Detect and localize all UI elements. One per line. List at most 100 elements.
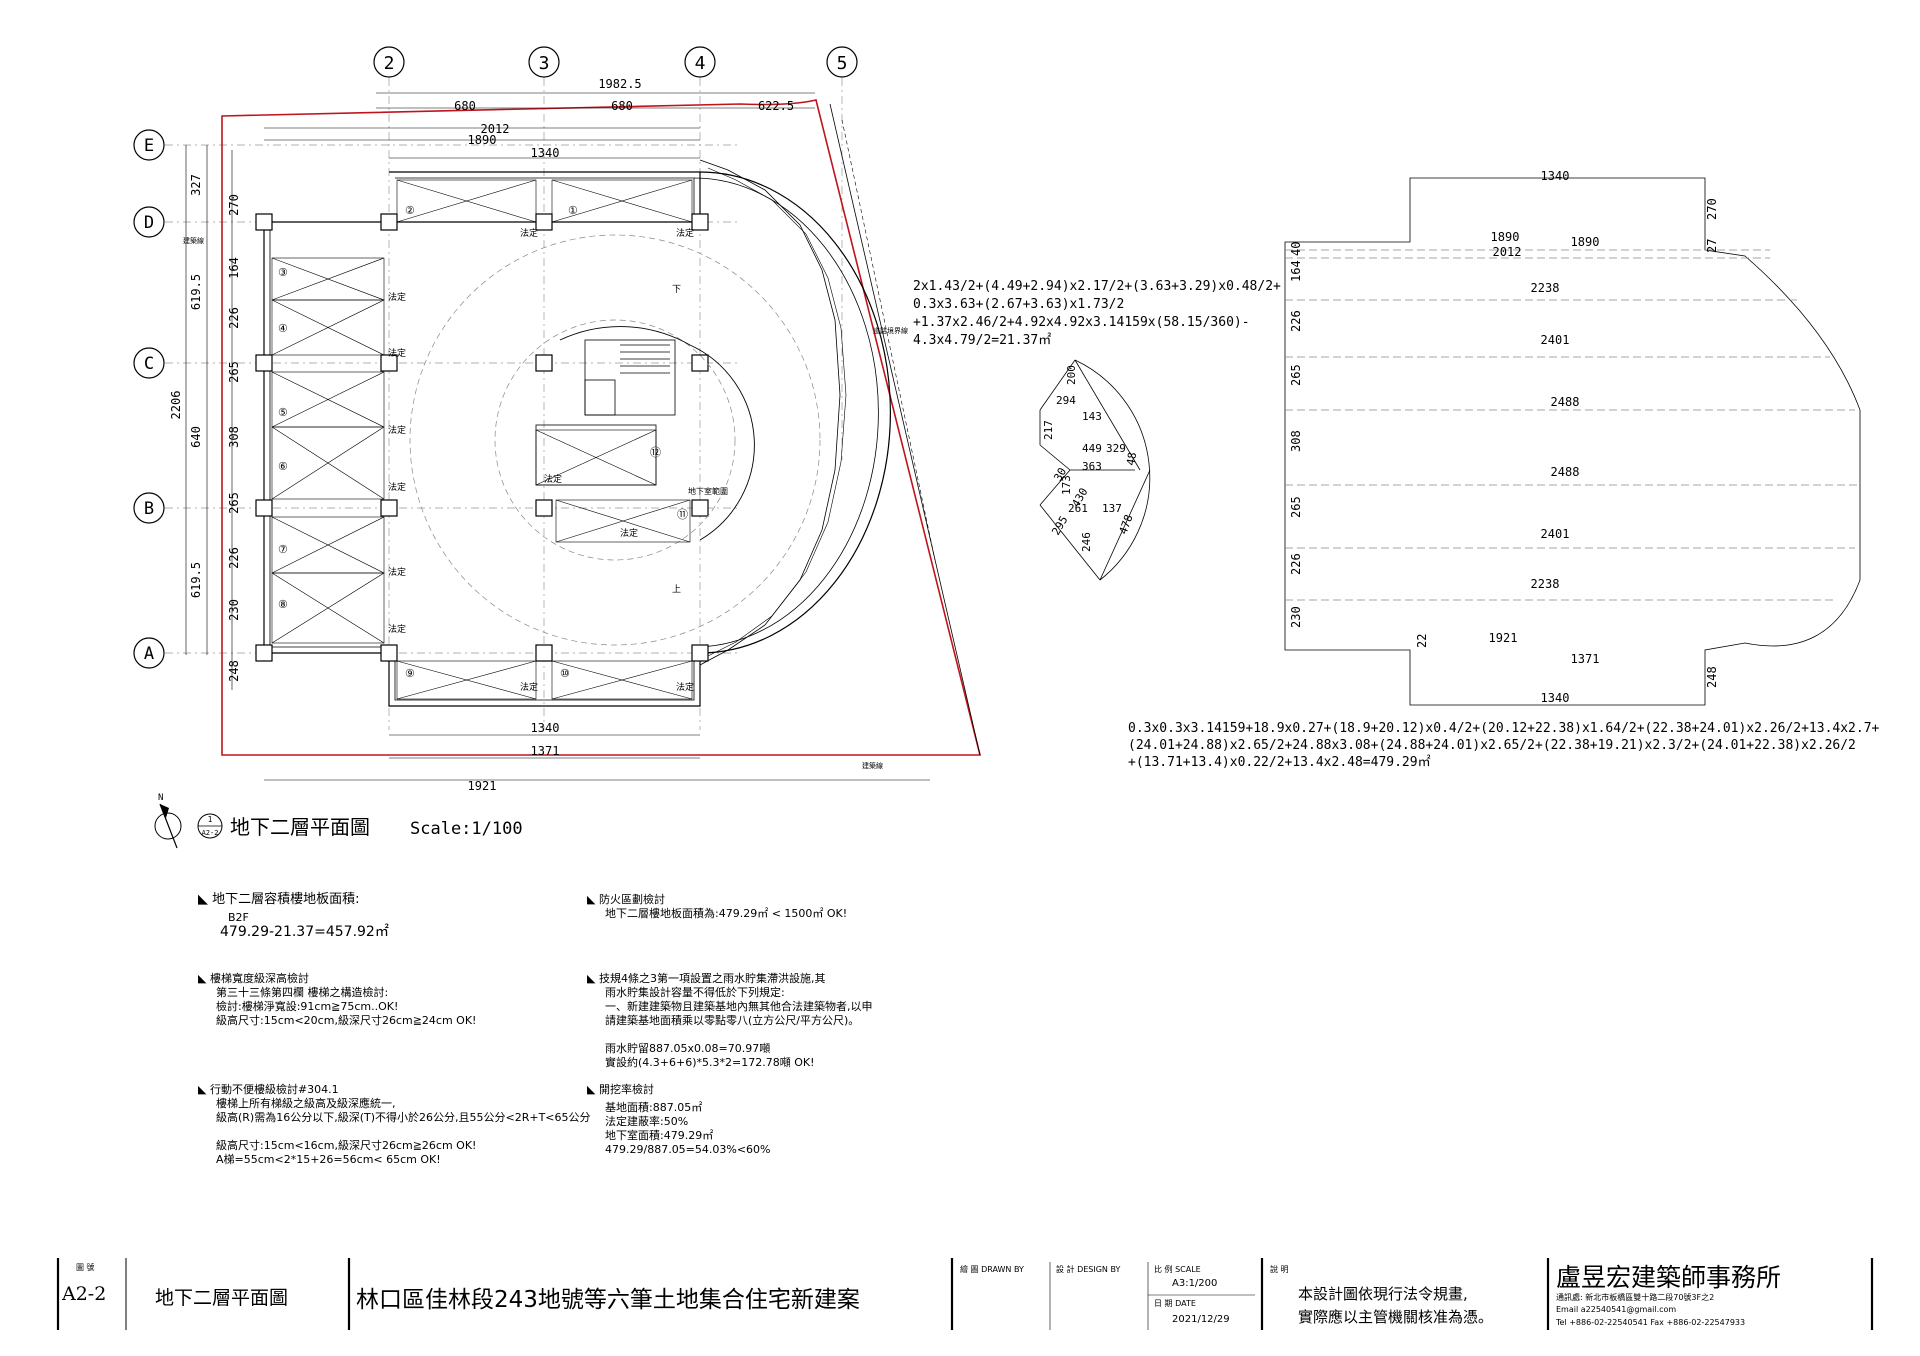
ramp-down-label: 下 [672, 285, 681, 295]
right-plan-divisions [1285, 249, 1860, 601]
dim-619a: 619.5 [189, 274, 203, 310]
parking-stalls-top [396, 179, 693, 223]
dim-164: 164 [227, 257, 241, 279]
note-line: 檢討:樓梯淨寬設:91cm≧75cm..OK! [216, 1000, 399, 1013]
dim-270: 270 [227, 194, 241, 216]
note-line: 地下室面積:479.29㎡ [605, 1129, 714, 1142]
rp-1921: 1921 [1489, 631, 1518, 645]
formula-line: +(13.71+13.4)x0.22/2+13.4x2.48=479.29㎡ [1128, 755, 1431, 770]
legal-label: 法定 [388, 347, 406, 359]
note-marker-icon: ◣ [198, 1083, 207, 1096]
legal-label: 法定 [388, 291, 406, 303]
boundary-label-2: 建築線 [862, 761, 883, 770]
dim-2012: 2012 [481, 122, 510, 136]
dim-265a: 265 [227, 361, 241, 383]
road-line-label: 道路境界線 [873, 326, 908, 335]
parking-number: ⑪ [677, 508, 688, 521]
legal-labels: 法定 法定 法定 法定 法定 法定 法定 法定 法定 法定 法定 法定 下 上 … [183, 227, 908, 770]
rp-r22: 22 [1415, 634, 1429, 648]
note-line: 請建築基地面積乘以零點零八(立方公尺/平方公尺)。 [605, 1014, 860, 1027]
rp-h: 265 [1289, 364, 1303, 386]
grid-lines [165, 78, 843, 730]
legal-label: 法定 [388, 623, 406, 635]
dim-680a: 680 [454, 99, 476, 113]
grid-label: C [144, 354, 154, 374]
rp-width: 2401 [1541, 333, 1570, 347]
fan-dim: 449 [1082, 442, 1102, 455]
note-line: 樓梯上所有梯級之級高及級深應統一, [216, 1097, 396, 1110]
tb-remark-1: 本設計圖依現行法令規畫, [1298, 1285, 1468, 1303]
formula-line: (24.01+24.88)x2.65/2+24.88x3.08+(24.88+2… [1128, 738, 1856, 753]
ramp-up-label: 上 [672, 584, 681, 595]
note-title-text: 樓梯寬度級深高檢討 [209, 972, 309, 985]
note-marker-icon: ◣ [198, 972, 207, 985]
fan-dim: 173 [1060, 475, 1073, 495]
dim-327: 327 [189, 174, 203, 196]
fan-dim: 294 [1056, 394, 1076, 407]
tb-sheet-no-label: 圖 號 [76, 1263, 95, 1272]
note-title: ◣ 樓梯寬度級深高檢討 [198, 972, 476, 986]
fan-dim: 261 [1068, 502, 1088, 515]
parking-stalls-bottom [396, 660, 693, 700]
tb-tel: Tel +886-02-22540541 Fax +886-02-2254793… [1556, 1318, 1746, 1327]
ref-number: 1 [208, 815, 213, 824]
parking-number: ① [568, 204, 578, 217]
grid-label: A [144, 644, 154, 664]
note-lines: 地下二層樓地板面積為:479.29㎡ < 1500㎡ OK! [587, 907, 847, 921]
tb-email: Email a22540541@gmail.com [1556, 1305, 1677, 1314]
note-line: 雨水貯集設計容量不得低於下列規定: [605, 986, 785, 999]
formula-line: 0.3x3.63+(2.67+3.63)x1.73/2 [913, 297, 1124, 312]
note-title-text: 行動不便樓級檢討#304.1 [209, 1083, 339, 1096]
parking-numbers: ① ② ③ ④ ⑤ ⑥ ⑦ ⑧ ⑨ ⑩ ⑪ ⑫ [278, 204, 688, 680]
note-marker-icon: ◣ [587, 1083, 596, 1096]
formula-line: 4.3x4.79/2=21.37㎡ [913, 333, 1051, 348]
dim-265b: 265 [227, 492, 241, 514]
parking-number: ⑧ [278, 598, 288, 611]
stair-core [535, 339, 676, 486]
note-line [605, 1028, 873, 1042]
ramp-circles [409, 234, 821, 646]
legal-label: 法定 [620, 527, 638, 539]
calc-small-formula: 2x1.43/2+(4.49+2.94)x2.17/2+(3.63+3.29)x… [913, 279, 1281, 348]
dim-640: 640 [189, 426, 203, 448]
legal-label: 法定 [388, 424, 406, 436]
tb-scale-label: 比 例 SCALE [1154, 1265, 1201, 1274]
legal-label: 法定 [676, 227, 694, 239]
rp-h: 230 [1289, 606, 1303, 628]
fan-dim: 200 [1065, 365, 1078, 385]
note-line: 雨水貯留887.05x0.08=70.97噸 [605, 1042, 771, 1055]
note-marker-icon: ◣ [587, 893, 596, 906]
note-marker-icon: ◣ [587, 972, 596, 985]
rp-width: 2488 [1551, 395, 1580, 409]
legal-label: 法定 [520, 681, 538, 693]
legal-label: 法定 [520, 227, 538, 239]
note-line: 級高(R)需為16公分以下,級深(T)不得小於26公分,且55公分<2R+T<6… [216, 1111, 591, 1124]
grid-column-bubble-3: 3 [528, 46, 560, 78]
rp-1371: 1371 [1571, 652, 1600, 666]
note-line: A梯=55cm<2*15+26=56cm< 65cm OK! [216, 1153, 441, 1166]
note-line: 第三十三條第四欄 樓梯之構造檢討: [216, 986, 389, 999]
rp-h: 308 [1289, 430, 1303, 452]
note-line: 實設約(4.3+6+6)*5.3*2=172.78噸 OK! [605, 1056, 815, 1069]
rp-bottom: 1340 [1541, 691, 1570, 705]
note-accessible: ◣ 行動不便樓級檢討#304.1 樓梯上所有梯級之級高及級深應統一,級高(R)需… [198, 1083, 591, 1167]
tb-drawing-name: 地下二層平面圖 [155, 1287, 289, 1309]
top-dimensions [185, 92, 930, 781]
fan-dim: 329 [1106, 442, 1126, 455]
formula-line: 0.3x0.3x3.14159+18.9x0.27+(18.9+20.12)x0… [1128, 721, 1880, 736]
tb-firm: 盧昱宏建築師事務所 [1556, 1263, 1782, 1292]
building-walls [263, 159, 891, 707]
note-title: ◣ 技規4條之3第一項設置之雨水貯集滯洪設施,其 [587, 972, 873, 986]
ramp-inner-ring [559, 326, 755, 541]
dim-622: 622.5 [758, 99, 794, 113]
note-stair: ◣ 樓梯寬度級深高檢討 第三十三條第四欄 樓梯之構造檢討:檢討:樓梯淨寬設:91… [198, 972, 476, 1028]
site-boundary [221, 99, 982, 756]
grid-row-bubble-E: E [133, 129, 165, 161]
parking-number: ③ [278, 266, 288, 279]
note-line: 地下二層樓地板面積為:479.29㎡ < 1500㎡ OK! [605, 907, 848, 920]
grid-row-bubble-D: D [133, 206, 165, 238]
drawing-title: 地下二層平面圖 [230, 815, 370, 839]
fan-dim-texts: 200 294 143 217 449 329 363 48 30 173 43… [1042, 365, 1139, 552]
rp-2012: 2012 [1493, 245, 1522, 259]
